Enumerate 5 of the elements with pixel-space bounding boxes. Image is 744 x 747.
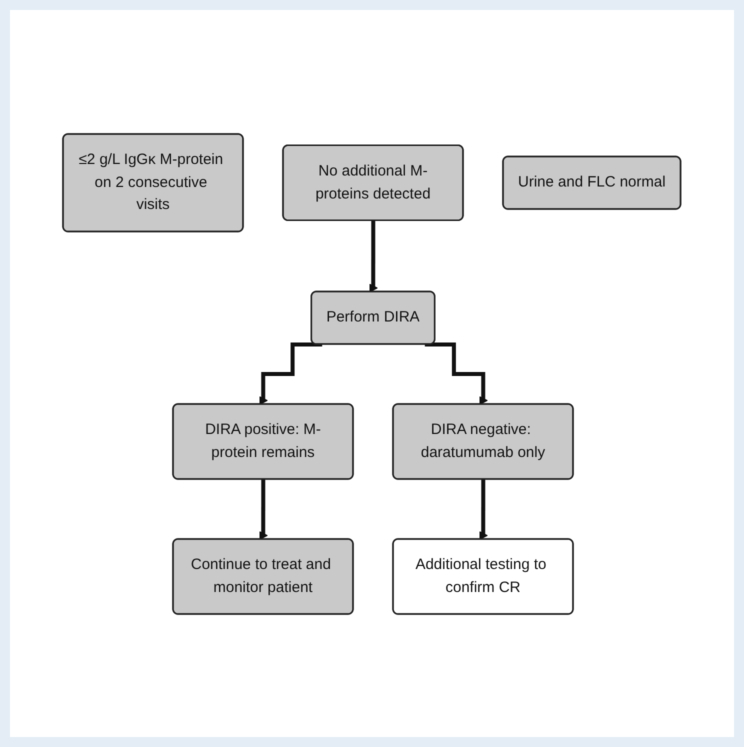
arrow — [259, 477, 268, 540]
arrow — [369, 218, 378, 292]
arrow — [259, 342, 322, 404]
arrow — [479, 477, 488, 540]
arrow — [425, 342, 488, 404]
